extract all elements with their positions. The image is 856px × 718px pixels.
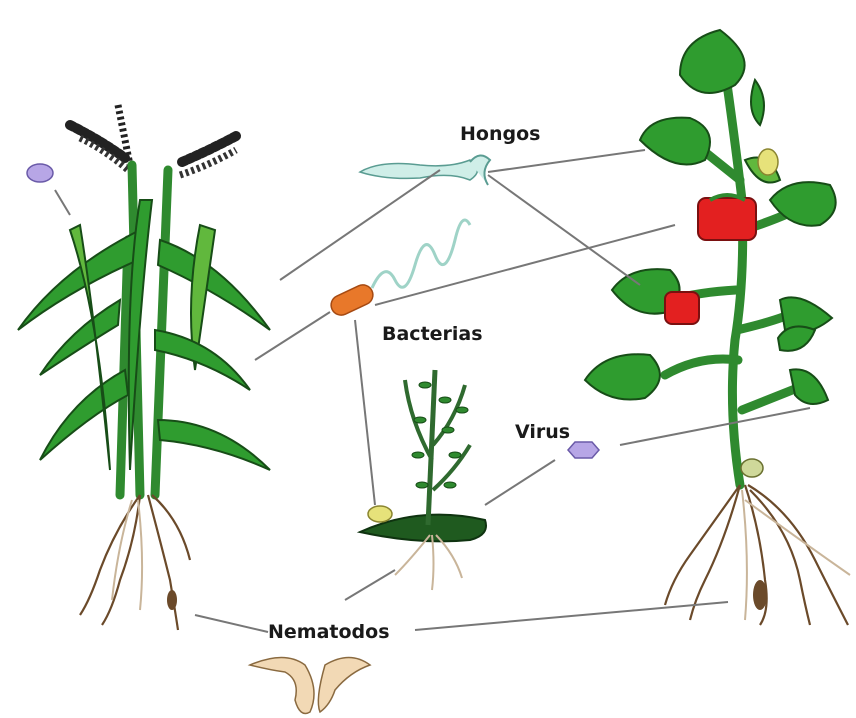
bacterium-icon <box>328 220 470 318</box>
tomato-flower <box>741 459 763 477</box>
virus-particle-icon <box>27 164 53 182</box>
grain-head-right <box>180 135 238 175</box>
cereal-leaf <box>40 300 120 375</box>
label-nematodos: Nematodos <box>268 621 390 643</box>
tomato-leaf <box>790 369 828 404</box>
tomato-plant <box>585 30 850 625</box>
virus-pointer-line-cereal <box>55 190 70 215</box>
tomato-roots <box>665 485 850 625</box>
cereal-leaf <box>155 330 250 390</box>
cereal-plant <box>18 105 270 630</box>
cereal-leaf <box>158 420 270 470</box>
label-virus: Virus <box>515 421 570 443</box>
tomato-leaf <box>640 118 710 165</box>
cereal-leaf <box>40 370 128 460</box>
virus-particle-icon <box>568 442 599 458</box>
tomato-leaf <box>778 326 815 350</box>
tomato-flower <box>758 149 778 175</box>
cereal-leaf <box>158 240 270 330</box>
seedling-plant <box>360 370 486 590</box>
grain-head-left <box>70 105 130 170</box>
tomato-leaf <box>751 80 764 125</box>
tomato-fruit <box>665 292 699 324</box>
label-bacterias: Bacterias <box>382 323 483 345</box>
nematode-icon <box>250 658 370 714</box>
tomato-leaf <box>585 354 660 399</box>
cereal-roots <box>80 495 190 630</box>
tomato-fruit <box>698 198 756 240</box>
label-hongos: Hongos <box>460 123 540 145</box>
tomato-leaf <box>680 30 745 93</box>
